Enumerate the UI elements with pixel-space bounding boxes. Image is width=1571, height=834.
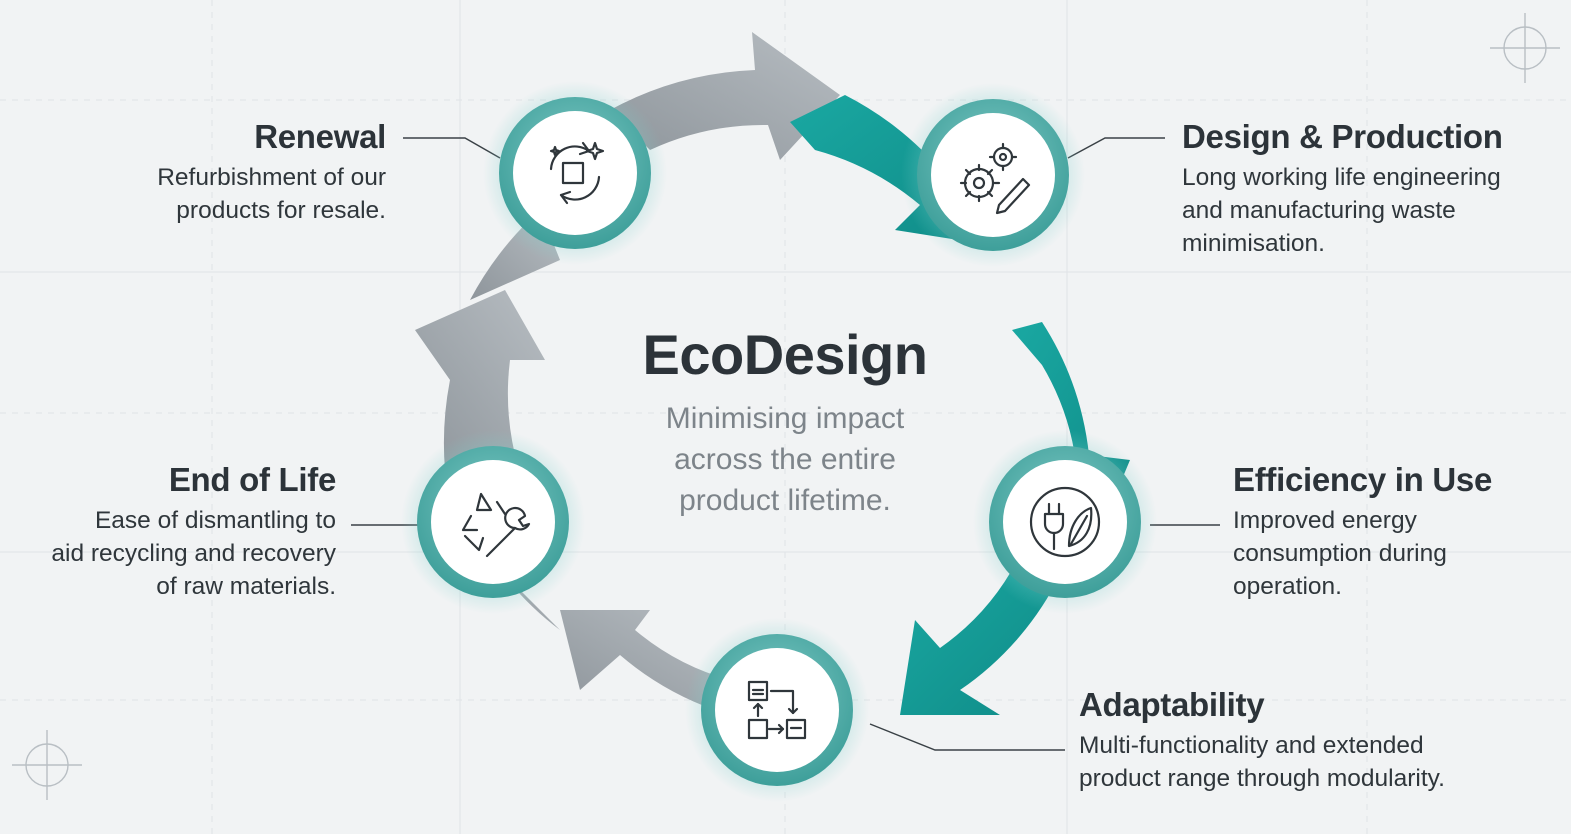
stage-description: Ease of dismantling to aid recycling and…	[51, 507, 336, 600]
stage-node-eol	[401, 430, 585, 614]
stage-title: Efficiency in Use	[1233, 461, 1492, 498]
stage-description: Improved energy consumption during opera…	[1233, 507, 1447, 600]
stage-description: Multi-functionality and extended product…	[1079, 732, 1445, 792]
stage-title: Adaptability	[1079, 686, 1265, 723]
center-title: EcoDesign	[642, 323, 928, 386]
stage-label-adaptability: Adaptability Multi-functionality and ext…	[1079, 685, 1549, 795]
crosshair-icon	[1490, 13, 1560, 83]
stage-label-renewal: Renewal Refurbishment of our products fo…	[26, 117, 386, 227]
crosshair-icon	[12, 730, 82, 800]
center-subtitle: Minimising impact across the entire prod…	[665, 402, 905, 517]
recycle-wrench-icon	[461, 492, 531, 558]
refresh-sparkle-icon	[549, 141, 605, 205]
stage-description: Long working life engineering and manufa…	[1182, 164, 1501, 257]
stage-node-design	[901, 83, 1085, 267]
stage-node-efficiency	[973, 430, 1157, 614]
stage-title: Renewal	[254, 118, 386, 155]
gears-pencil-icon	[959, 142, 1031, 215]
modular-blocks-icon	[747, 680, 807, 740]
stage-label-efficiency: Efficiency in Use Improved energy consum…	[1233, 460, 1563, 603]
stage-title: Design & Production	[1182, 118, 1503, 155]
plug-leaf-icon	[1029, 486, 1101, 558]
stage-node-renewal	[483, 81, 667, 265]
stage-label-design: Design & Production Long working life en…	[1182, 117, 1562, 260]
stage-label-end-of-life: End of Life Ease of dismantling to aid r…	[0, 460, 336, 603]
stage-node-adaptability	[685, 618, 869, 802]
stage-description: Refurbishment of our products for resale…	[157, 164, 386, 224]
stage-title: End of Life	[168, 461, 336, 498]
